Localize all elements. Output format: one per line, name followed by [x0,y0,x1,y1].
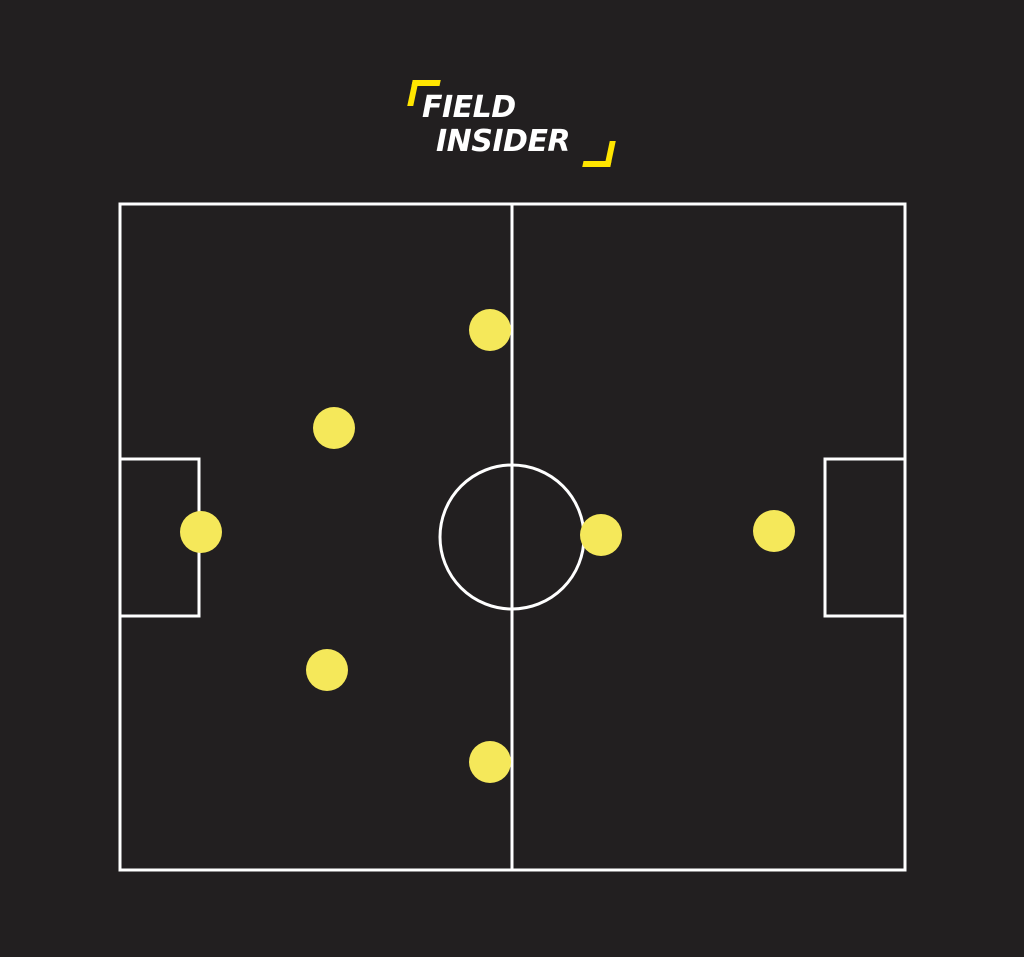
logo-text-field: FIELD [422,90,516,125]
player-striker [753,510,795,552]
player-lower-defender [306,649,348,691]
players [180,309,795,783]
right-penalty-box [823,457,907,618]
player-center-forward [580,514,622,556]
player-goalkeeper [180,511,222,553]
logo-text-insider: INSIDER [436,124,571,159]
player-lower-midfielder [469,741,511,783]
player-upper-defender [313,407,355,449]
player-upper-midfielder [469,309,511,351]
field-insider-logo: FIELD INSIDER [405,72,625,182]
